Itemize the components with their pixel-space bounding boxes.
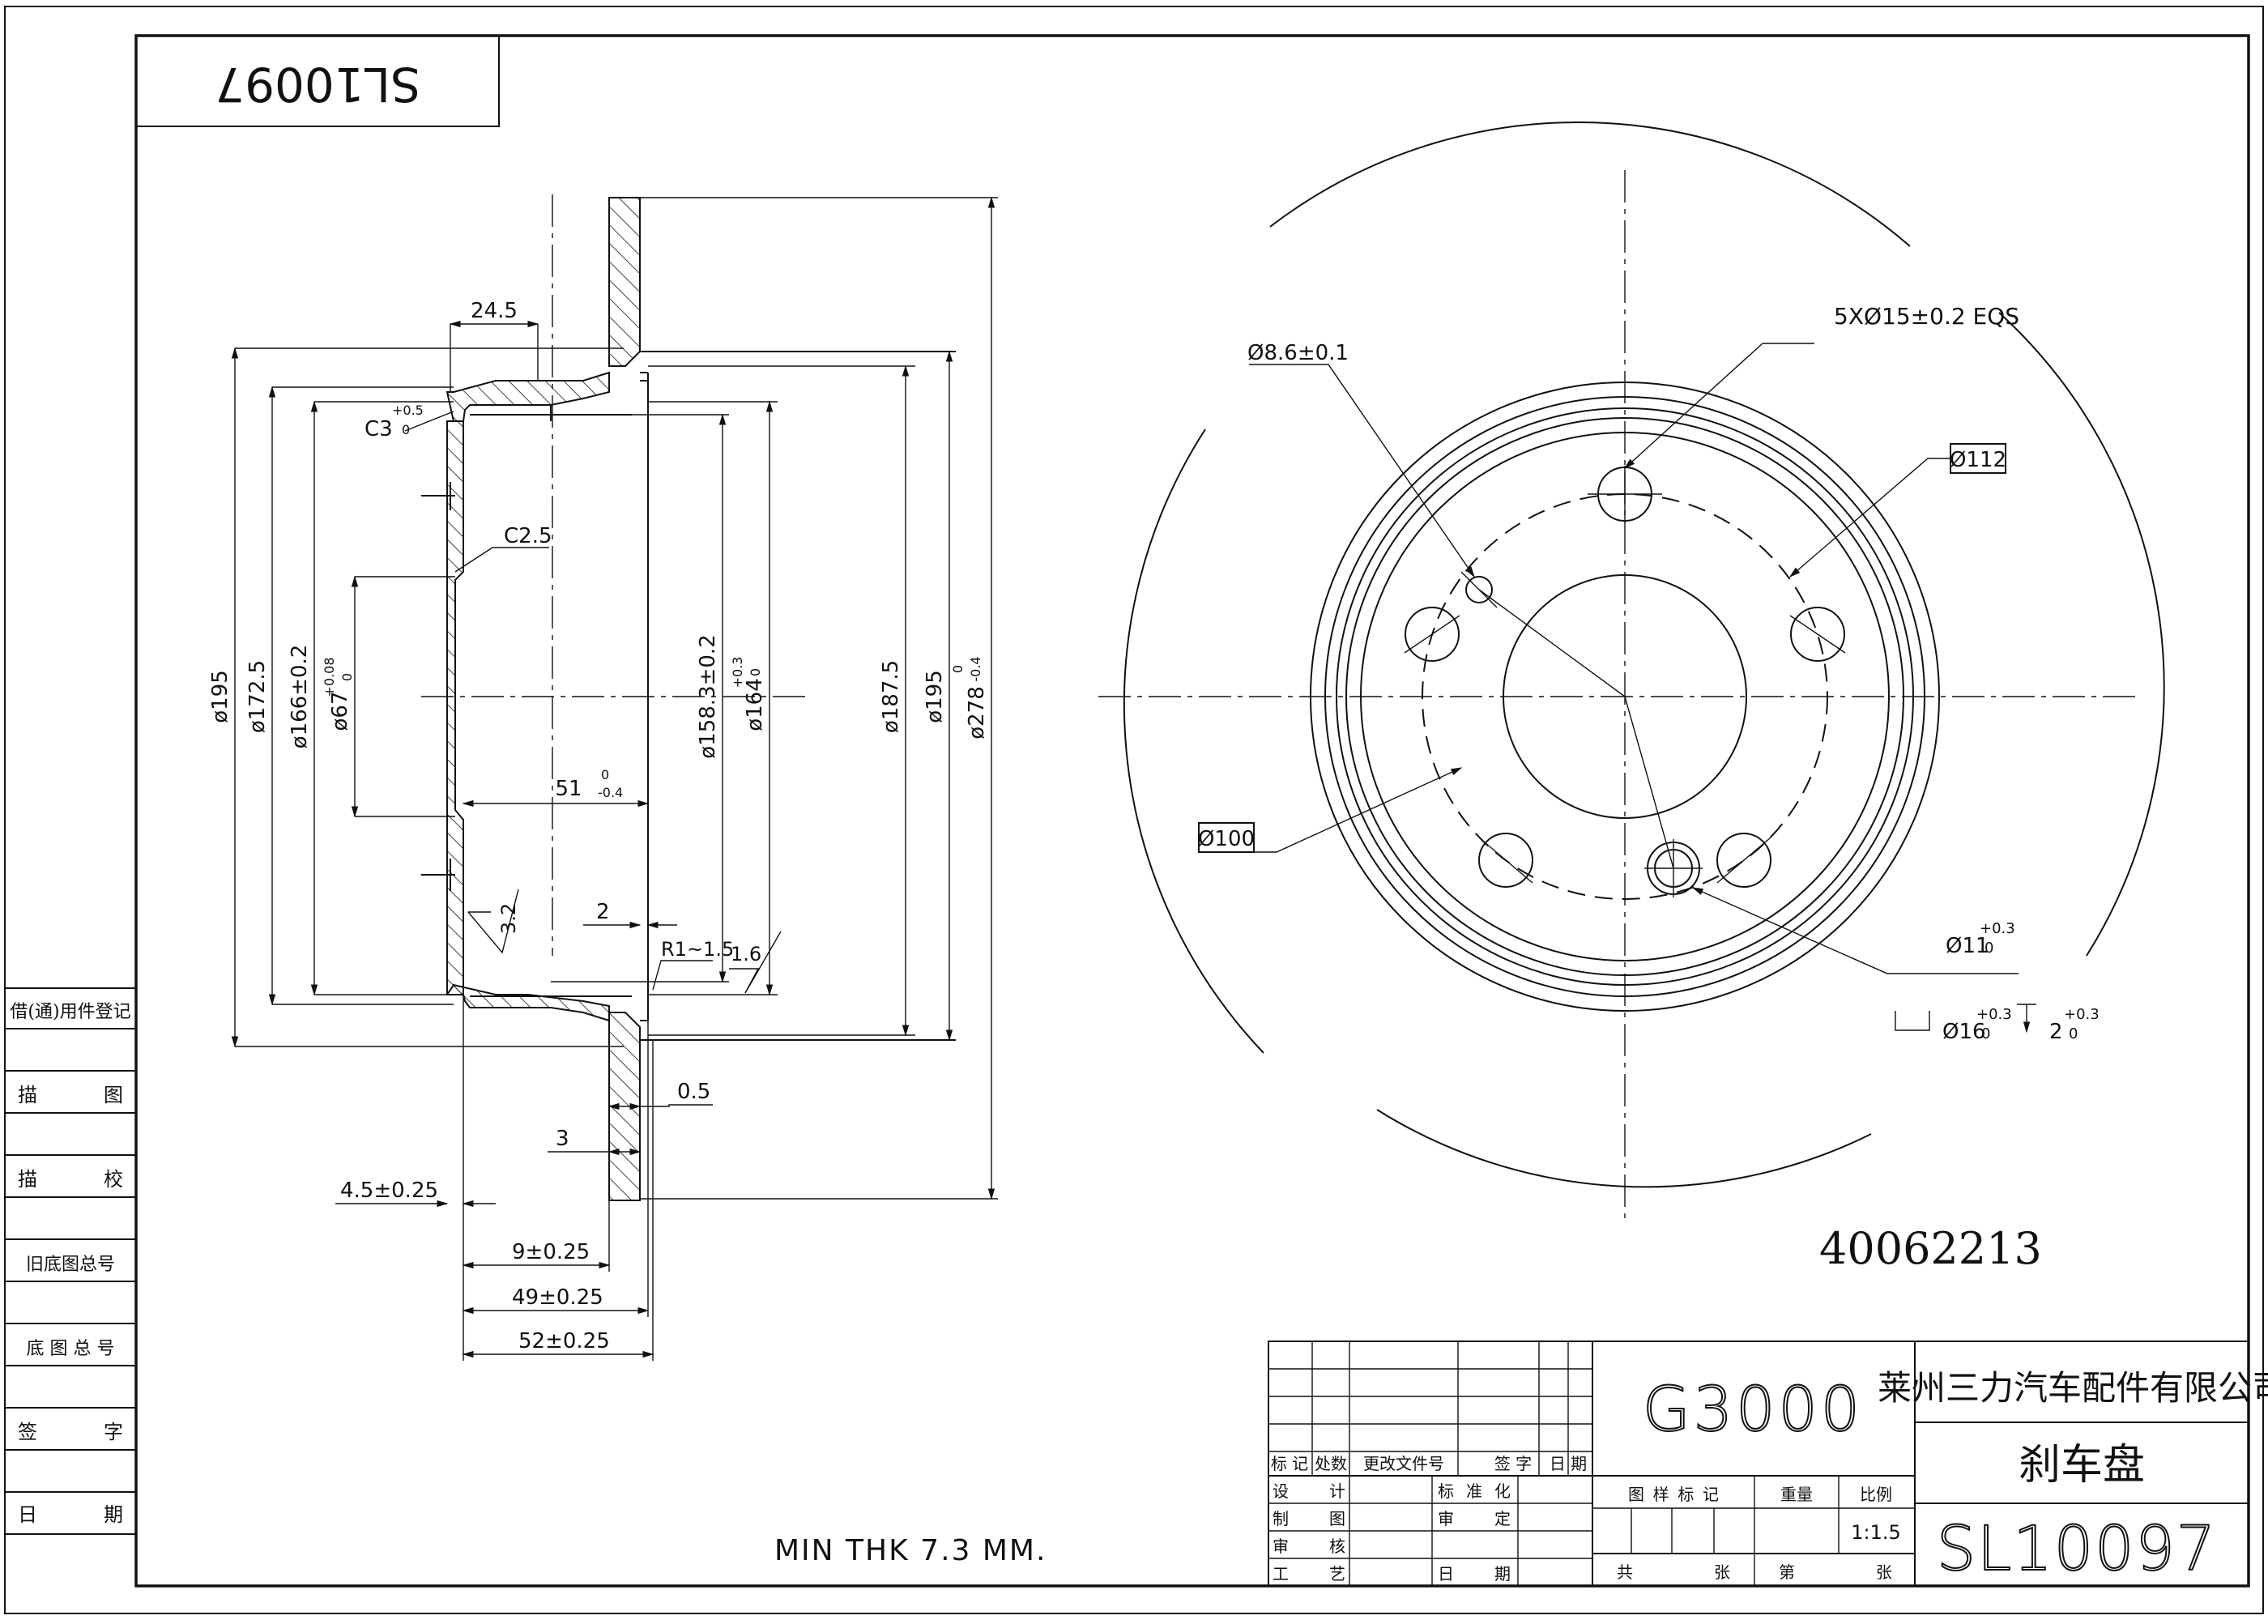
dim-d166: ø166±0.2 bbox=[288, 645, 312, 749]
rotated-part-number: SL10097 bbox=[215, 57, 420, 112]
label-hole11-tol-lower: 0 bbox=[1985, 940, 1993, 957]
dim-d164: ø164 bbox=[743, 678, 767, 731]
sidebar-row-label: 签 字 bbox=[18, 1421, 123, 1443]
dim-w51-tol-upper: 0 bbox=[601, 767, 609, 782]
tb-header-cell: 更改文件号 bbox=[1363, 1454, 1444, 1473]
tb-scale-value: 1:1.5 bbox=[1851, 1521, 1901, 1544]
tb-left-label: 制 图 bbox=[1273, 1509, 1345, 1528]
tb-header-cell: 处数 bbox=[1315, 1454, 1347, 1473]
label-cbore16: Ø16 bbox=[1942, 1020, 1986, 1044]
tb-left-label: 设 计 bbox=[1273, 1481, 1345, 1501]
dim-d195-ring: ø195 bbox=[923, 670, 947, 723]
tb-total-sheets-label: 共 张 bbox=[1617, 1562, 1730, 1582]
tb-mid-label: 日 期 bbox=[1438, 1564, 1511, 1584]
dim-w51-tol-lower: -0.4 bbox=[598, 785, 623, 800]
tb-mid-label: 审 定 bbox=[1438, 1509, 1511, 1528]
label-cbore16-tol-lower: 0 bbox=[1981, 1025, 1990, 1042]
dim-w3: 3 bbox=[556, 1127, 569, 1151]
dim-d172-5: ø172.5 bbox=[245, 660, 270, 733]
dim-c3: C3 bbox=[364, 417, 393, 441]
label-cbore16-tol-upper: +0.3 bbox=[1976, 1006, 2012, 1023]
dim-d187-5: ø187.5 bbox=[879, 660, 903, 733]
bolt-holes bbox=[1404, 466, 1846, 897]
dim-d67: ø67 bbox=[328, 692, 352, 731]
drawing-frame bbox=[134, 34, 2250, 1588]
tb-left-label: 工 艺 bbox=[1273, 1564, 1345, 1584]
sidebar-row-label: 描 图 bbox=[18, 1084, 123, 1106]
sidebar-row-label: 描 校 bbox=[18, 1168, 123, 1191]
dim-d67-tol-lower: 0 bbox=[339, 673, 355, 681]
min-thickness-note: MIN THK 7.3 MM. bbox=[774, 1534, 1047, 1567]
tb-weight-label: 重量 bbox=[1780, 1485, 1813, 1504]
dim-c2-5: C2.5 bbox=[504, 524, 552, 548]
tb-header-cell: 签 字 bbox=[1494, 1454, 1532, 1473]
title-block: 标 记 处数 更改文件号 签 字 日 期 设 计 制 图 审 核 工 艺 标 准… bbox=[1268, 1341, 2268, 1587]
label-pilot: Ø100 bbox=[1198, 827, 1255, 851]
tb-header-cell: 标 记 bbox=[1271, 1454, 1308, 1473]
dim-r1: R1~1.5 bbox=[661, 938, 734, 961]
label-depth2: 2 bbox=[2049, 1020, 2063, 1044]
dim-d195-hat: ø195 bbox=[208, 670, 232, 723]
tb-left-label: 审 核 bbox=[1273, 1537, 1345, 1556]
label-small-hole: Ø8.6±0.1 bbox=[1247, 341, 1349, 365]
rotated-part-number-box: SL10097 bbox=[135, 35, 500, 127]
dim-d278-tol-lower: -0.4 bbox=[968, 656, 983, 681]
tb-mid-label: 标 准 化 bbox=[1438, 1481, 1511, 1501]
rough-3-2: 3.2 bbox=[497, 903, 520, 934]
tb-part-name: 刹车盘 bbox=[2019, 1441, 2145, 1490]
label-hole11: Ø11 bbox=[1946, 934, 1989, 958]
section-view: ø195 ø172.5 ø166±0.2 ø67 +0.08 0 ø158.3±… bbox=[208, 194, 998, 1361]
dim-d67-tol-upper: +0.08 bbox=[322, 657, 337, 697]
dim-w0-5: 0.5 bbox=[677, 1080, 710, 1104]
dim-d278-tol-upper: 0 bbox=[950, 665, 966, 673]
tb-sheet-no-label: 第 张 bbox=[1779, 1562, 1892, 1582]
dim-d164-tol-lower: 0 bbox=[748, 668, 763, 676]
part-code: 40062213 bbox=[1819, 1223, 2042, 1274]
dim-w52: 52±0.25 bbox=[518, 1329, 610, 1353]
sidebar-row-label: 旧底图总号 bbox=[26, 1255, 115, 1275]
dim-w49: 49±0.25 bbox=[512, 1285, 603, 1310]
sidebar-row-label: 日 期 bbox=[18, 1503, 123, 1526]
sidebar-row-label: 底 图 总 号 bbox=[27, 1339, 115, 1359]
label-depth2-tol-lower: 0 bbox=[2069, 1025, 2078, 1042]
rough-1-6: 1.6 bbox=[731, 943, 761, 965]
sidebar-row-label: 借(通)用件登记 bbox=[10, 1002, 130, 1022]
tb-drawing-number: SL10097 bbox=[1937, 1512, 2217, 1584]
dim-w51: 51 bbox=[555, 777, 582, 801]
label-hole-pattern: 5XØ15±0.2 EQS bbox=[1834, 303, 2019, 330]
dim-w4-5: 4.5±0.25 bbox=[340, 1179, 438, 1203]
dim-c3-tol-lower: 0 bbox=[402, 422, 410, 437]
dim-c3-tol-upper: +0.5 bbox=[392, 403, 424, 418]
front-view: 5XØ15±0.2 EQS Ø8.6±0.1 Ø112 Ø100 Ø11 +0.… bbox=[1098, 121, 2165, 1223]
tb-company: 莱州三力汽车配件有限公司 bbox=[1878, 1368, 2268, 1408]
dim-d278: ø278 bbox=[965, 686, 989, 740]
dim-d158-3: ø158.3±0.2 bbox=[696, 634, 720, 758]
dim-w9: 9±0.25 bbox=[512, 1240, 590, 1264]
dim-w2: 2 bbox=[596, 900, 610, 924]
tb-scale-label: 比例 bbox=[1860, 1485, 1892, 1504]
dim-d164-tol-upper: +0.3 bbox=[730, 657, 745, 688]
label-hole11-tol-upper: +0.3 bbox=[1980, 920, 2015, 937]
left-sidebar-table: 借(通)用件登记 描 图 描 校 旧底图总号 底 图 总 号 签 字 日 期 bbox=[5, 987, 136, 1535]
tb-pattern-mark-label: 图 样 标 记 bbox=[1628, 1485, 1719, 1504]
tb-material: G3000 bbox=[1643, 1373, 1863, 1445]
label-depth2-tol-upper: +0.3 bbox=[2064, 1006, 2100, 1023]
outer-border bbox=[4, 6, 2264, 1614]
label-pcd: Ø112 bbox=[1950, 448, 2006, 472]
tb-header-cell: 日 期 bbox=[1550, 1454, 1587, 1473]
dim-w24-5: 24.5 bbox=[471, 299, 518, 323]
